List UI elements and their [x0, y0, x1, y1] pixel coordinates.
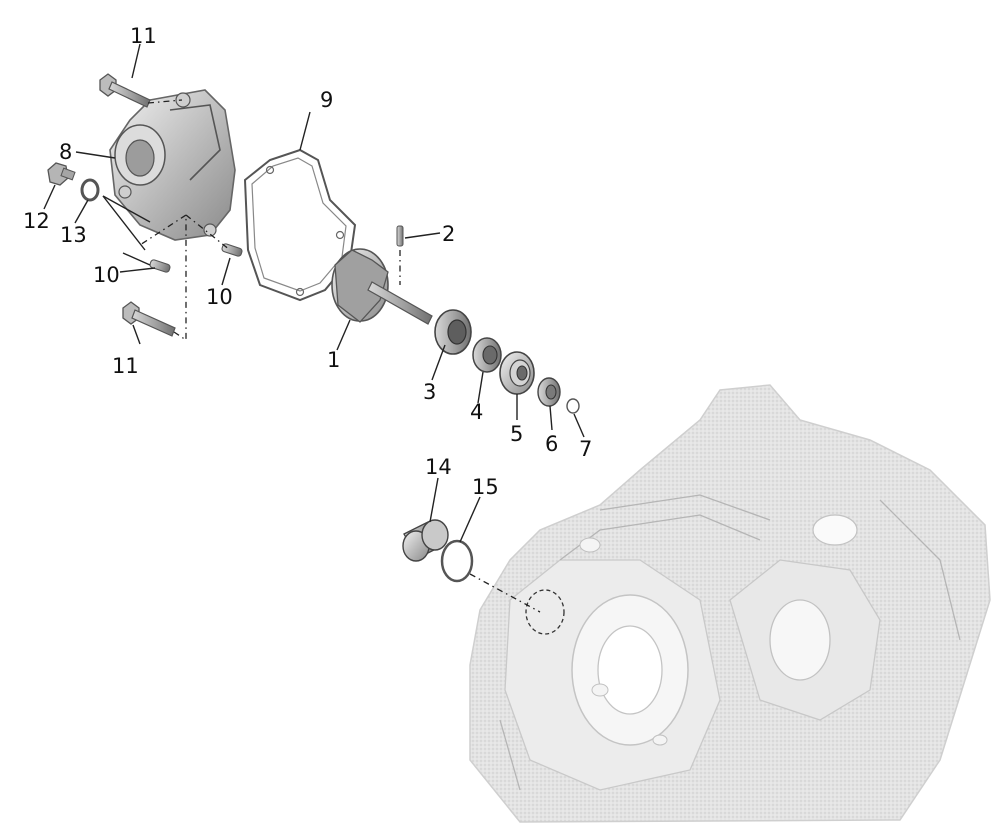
bearing: [499, 351, 535, 395]
bolt-lower: [122, 301, 176, 337]
callout-10-right: 10: [206, 285, 233, 309]
callout-10-left: 10: [93, 263, 120, 287]
callout-9: 9: [320, 88, 333, 112]
callout-3: 3: [423, 380, 436, 404]
callout-2: 2: [442, 222, 455, 246]
callout-14: 14: [425, 455, 452, 479]
oil-seal: [472, 337, 502, 373]
assembly-lines: [139, 99, 541, 613]
gasket: [243, 148, 357, 302]
callout-11-top: 11: [130, 24, 157, 48]
seal-seat-outline: [525, 589, 565, 635]
callout-1: 1: [327, 348, 340, 372]
impeller-shaft: [331, 248, 433, 325]
callout-13: 13: [60, 223, 87, 247]
mechanical-seal: [434, 309, 472, 355]
spacer-washer: [537, 377, 561, 407]
callout-11-bottom: 11: [112, 354, 139, 378]
sealing-washer: [80, 178, 100, 202]
shaft-pin: [396, 225, 404, 247]
bushing: [402, 519, 449, 562]
drain-bolt: [47, 162, 76, 186]
callout-7: 7: [579, 437, 592, 461]
callout-4: 4: [470, 400, 483, 424]
callout-12: 12: [23, 209, 50, 233]
callout-6: 6: [545, 432, 558, 456]
circlip: [566, 398, 580, 414]
callout-8: 8: [59, 140, 72, 164]
dowel-pin-left: [149, 259, 171, 273]
crankcase: [469, 384, 991, 823]
o-ring: [440, 539, 474, 583]
callout-5: 5: [510, 422, 523, 446]
pump-cover: [109, 89, 236, 241]
bolt-upper: [99, 73, 151, 108]
callout-15: 15: [472, 475, 499, 499]
callouts: 11 9 8 12 13 10 10 2 11 1 3 4 5 6 7 14 1…: [23, 24, 592, 499]
leader-lines: [43, 43, 585, 543]
